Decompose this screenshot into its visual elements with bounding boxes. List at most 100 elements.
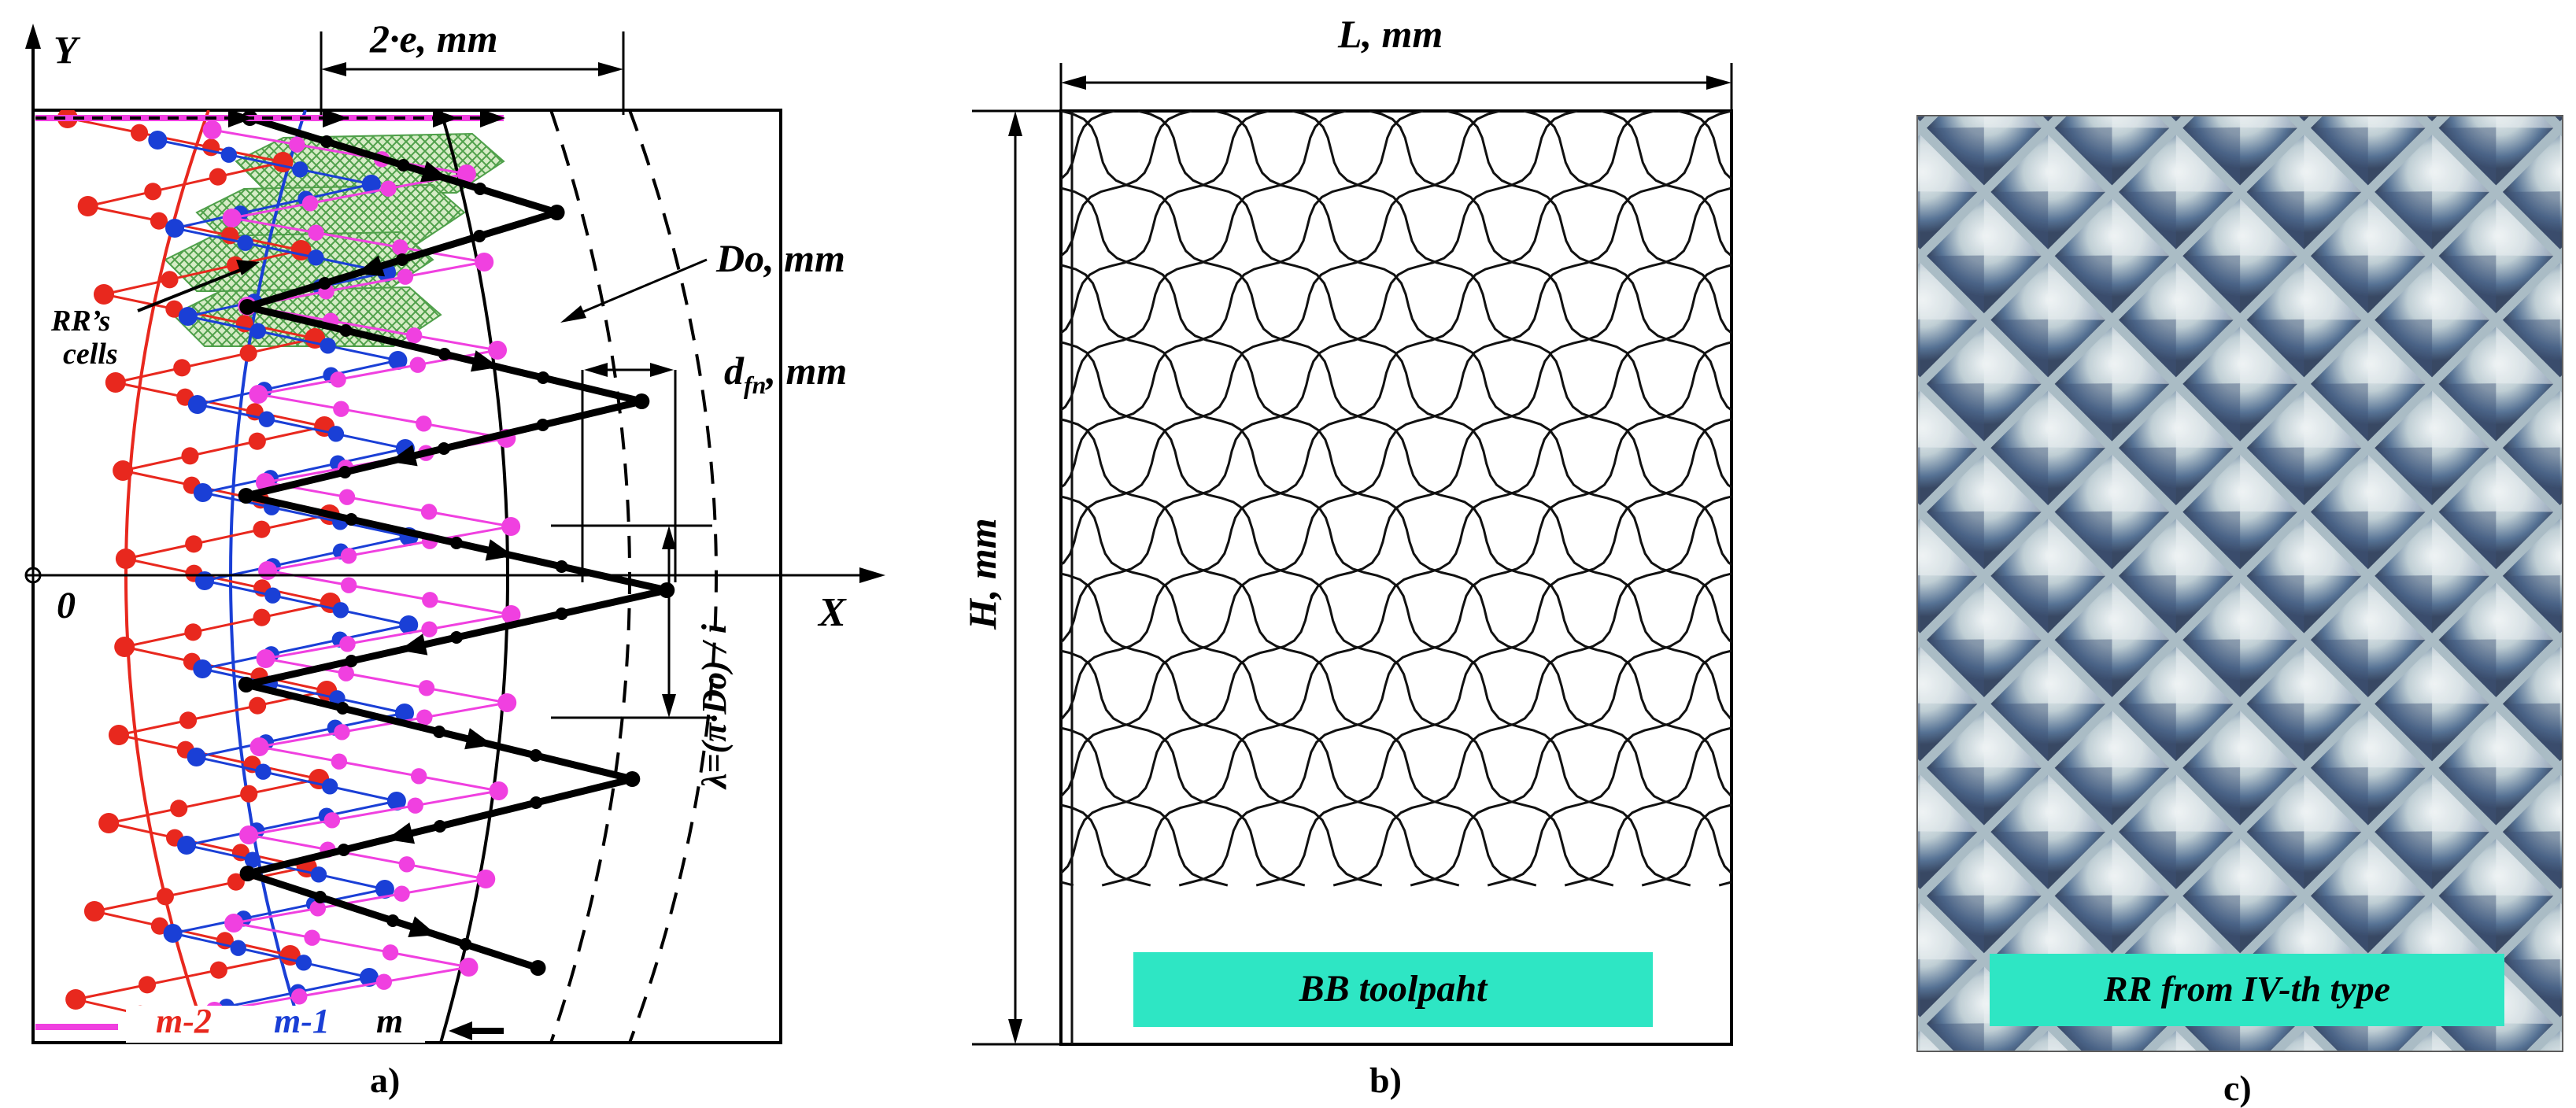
traj-magenta-dot xyxy=(289,136,305,153)
traj-red-dot xyxy=(130,124,149,142)
traj-black-dot xyxy=(473,230,486,242)
traj-red-dot xyxy=(138,976,157,994)
panel-a: Y X 0 2·e, mm Do, mm dfn, mm λ=(π·Do) / … xyxy=(24,17,885,1100)
traj-black-dot xyxy=(450,631,464,644)
traj-magenta-dot xyxy=(418,680,435,696)
traj-magenta-dot xyxy=(422,592,438,608)
traj-black-dot xyxy=(345,513,358,526)
traj-magenta-dot xyxy=(308,224,324,241)
traj-blue-dot xyxy=(237,235,253,251)
traj-black-dot xyxy=(386,914,400,927)
traj-magenta-dot xyxy=(410,768,427,785)
mesh-curve xyxy=(1061,111,1655,721)
traj-blue-dot xyxy=(249,323,266,339)
do-label: Do, mm xyxy=(715,236,845,280)
traj-magenta-node xyxy=(501,605,521,624)
mesh-curve xyxy=(1061,649,1306,887)
traj-magenta-dot xyxy=(331,753,348,770)
traj-magenta-node xyxy=(202,120,222,139)
traj-blue-dot xyxy=(321,778,338,795)
traj-blue-node xyxy=(193,659,213,678)
mesh-curve xyxy=(1487,649,1732,887)
traj-red-node xyxy=(93,284,114,305)
mesh-curve xyxy=(1061,495,1460,887)
banner-c xyxy=(1990,954,2504,1026)
traj-magenta-node xyxy=(476,870,496,888)
traj-black-dot xyxy=(555,608,568,620)
traj-blue-node xyxy=(399,615,419,634)
mesh-curve xyxy=(1332,495,1732,887)
traj-blue-node xyxy=(386,792,406,811)
traj-magenta-dot xyxy=(380,180,397,197)
traj-black-dot xyxy=(555,560,568,573)
trajectories xyxy=(35,110,718,1043)
traj-black-dot xyxy=(437,442,450,455)
traj-blue-dot xyxy=(220,146,237,163)
traj-black-arrow xyxy=(356,255,386,277)
traj-black-node xyxy=(530,960,546,976)
mesh-curve xyxy=(1255,418,1732,887)
traj-black-node xyxy=(238,677,254,692)
traj-red-dot xyxy=(179,711,198,729)
top-stripe xyxy=(35,110,505,127)
surface-photo xyxy=(1916,115,2563,1052)
mesh-curve xyxy=(1101,264,1732,887)
traj-red-node xyxy=(113,460,134,481)
traj-magenta-dot xyxy=(409,356,427,373)
traj-red-dot xyxy=(185,535,203,553)
traj-black xyxy=(238,110,675,976)
traj-blue-dot xyxy=(327,426,345,442)
traj-magenta-dot xyxy=(405,327,423,344)
traj-magenta-node xyxy=(257,561,277,580)
mesh-curve xyxy=(1061,111,1578,644)
mesh-curve xyxy=(1178,341,1732,887)
traj-blue-node xyxy=(177,836,197,855)
top-stripe-arrow xyxy=(228,110,253,127)
mesh-curve xyxy=(1061,111,1347,412)
top-stripe-arrow xyxy=(433,110,458,127)
traj-magenta-dot xyxy=(339,636,356,652)
traj-black-node xyxy=(549,205,565,220)
traj-black-dot xyxy=(438,348,451,360)
traj-blue-dot xyxy=(255,763,272,780)
traj-magenta-dot xyxy=(421,621,438,637)
traj-red-dot xyxy=(156,888,174,906)
mesh-curve xyxy=(1061,418,1537,887)
mesh xyxy=(0,111,1732,887)
caption-b: b) xyxy=(1369,1060,1402,1100)
traj-magenta-node xyxy=(239,825,259,844)
traj-red-node xyxy=(108,725,129,745)
traj-black-arrow xyxy=(485,539,514,561)
traj-magenta-dot xyxy=(416,709,433,726)
width-label: L, mm xyxy=(1337,12,1443,56)
traj-red-node xyxy=(115,548,136,569)
panel-b-frame xyxy=(1059,109,1733,1046)
mesh-curve xyxy=(1061,187,1732,875)
top-stripe-arrow xyxy=(323,110,348,127)
traj-black-node xyxy=(239,866,256,881)
traj-magenta-dot xyxy=(420,504,438,520)
dfn-label: dfn, mm xyxy=(724,349,847,399)
height-label: H, mm xyxy=(960,518,1004,630)
traj-magenta-dot xyxy=(392,239,408,256)
traj-black-arrow xyxy=(420,161,449,183)
mesh-curve xyxy=(1600,111,1732,258)
traj-magenta-dot xyxy=(330,371,346,388)
traj-black-dot xyxy=(449,537,463,549)
traj-magenta-dot xyxy=(394,885,410,902)
mesh-curve xyxy=(1061,111,1424,489)
mesh-curve xyxy=(1061,111,1192,258)
y-axis-label: Y xyxy=(54,28,81,72)
mesh-curve xyxy=(1410,572,1732,887)
traj-black-dot xyxy=(313,891,327,903)
traj-blue-dot xyxy=(332,602,349,619)
panel-c: RR from IV-th type c) xyxy=(1916,115,2563,1108)
x-axis-label: X xyxy=(817,590,847,635)
traj-blue-node xyxy=(178,307,198,326)
mesh-curve xyxy=(0,111,35,885)
banner-b-text: BB toolpaht xyxy=(1299,968,1488,1010)
mesh-curve xyxy=(1292,111,1732,567)
traj-blue-node xyxy=(163,924,183,943)
traj-red-node xyxy=(272,152,294,172)
traj-red-node xyxy=(65,989,87,1010)
